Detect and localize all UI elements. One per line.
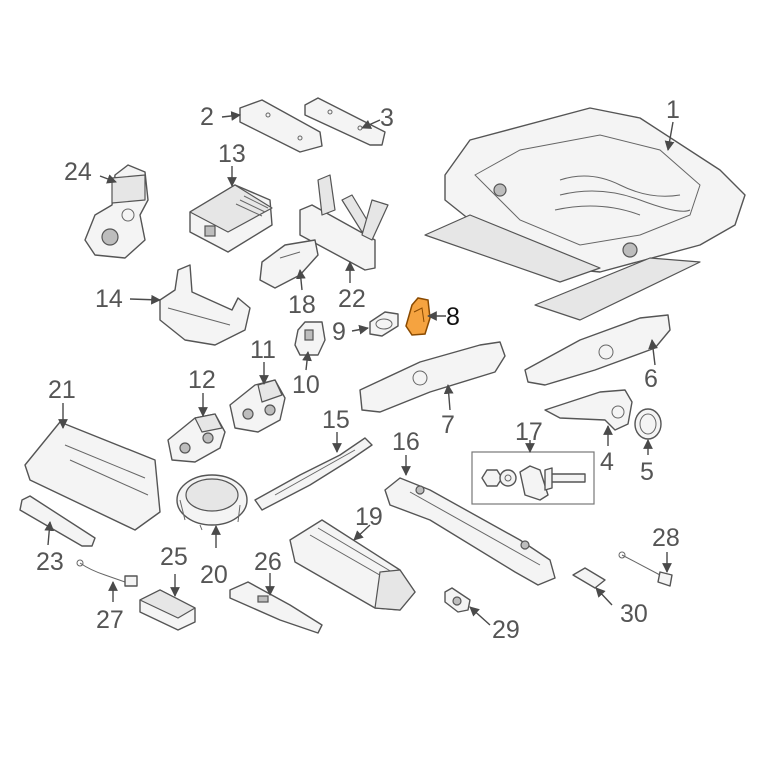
part-18-cover[interactable] [259, 239, 319, 289]
callout-26: 26 [254, 548, 282, 576]
callout-17: 17 [515, 418, 543, 446]
part-27-wire[interactable] [76, 559, 138, 587]
part-5-ring[interactable] [634, 408, 662, 440]
callout-3: 3 [380, 104, 394, 132]
part-22-mount-bracket[interactable] [299, 174, 389, 271]
part-1-seat-frame[interactable] [424, 107, 746, 321]
part-8-highlighted-clip[interactable] [405, 297, 431, 336]
part-30-clip[interactable] [572, 567, 606, 589]
callout-15: 15 [322, 406, 350, 434]
callout-28: 28 [652, 524, 680, 552]
callout-10: 10 [292, 371, 320, 399]
callout-8: 8 [446, 303, 460, 331]
part-16-track[interactable] [384, 477, 556, 586]
part-2-bracket[interactable] [239, 99, 323, 153]
part-4-bracket[interactable] [544, 389, 633, 431]
callout-27: 27 [96, 606, 124, 634]
part-19-cylinder[interactable] [289, 519, 416, 611]
part-20-ring[interactable] [176, 474, 248, 531]
callout-4: 4 [600, 448, 614, 476]
callout-13: 13 [218, 140, 246, 168]
part-15-rail[interactable] [254, 437, 373, 511]
callout-29: 29 [492, 616, 520, 644]
part-11-motor-gear[interactable] [229, 379, 286, 433]
part-26-harness[interactable] [229, 581, 323, 634]
callout-23: 23 [36, 548, 64, 576]
part-25-module[interactable] [139, 589, 196, 631]
callout-21: 21 [48, 376, 76, 404]
callout-12: 12 [188, 366, 216, 394]
part-23-strip[interactable] [19, 495, 96, 547]
callout-11: 11 [250, 336, 276, 364]
part-28-cable[interactable] [618, 551, 673, 587]
part-3-bracket[interactable] [304, 97, 386, 146]
callout-22: 22 [338, 285, 366, 313]
callout-19: 19 [355, 503, 383, 531]
callout-14: 14 [95, 285, 123, 313]
part-24-motor[interactable] [84, 164, 149, 259]
callout-2: 2 [200, 103, 214, 131]
callout-16: 16 [392, 428, 420, 456]
part-10-latch[interactable] [294, 321, 326, 356]
callout-1: 1 [666, 96, 680, 124]
callout-6: 6 [644, 365, 658, 393]
part-17-hardware-kit[interactable] [471, 451, 595, 505]
callout-7: 7 [441, 411, 455, 439]
part-13-control-module[interactable] [189, 184, 273, 253]
callout-9: 9 [332, 318, 346, 346]
part-29-sensor[interactable] [444, 587, 471, 613]
callout-5: 5 [640, 458, 654, 486]
part-6-side-trim[interactable] [524, 314, 671, 386]
callout-20: 20 [200, 561, 228, 589]
callout-30: 30 [620, 600, 648, 628]
part-12-motor-gear[interactable] [167, 413, 226, 463]
callout-24: 24 [64, 158, 92, 186]
part-9-grommet[interactable] [369, 311, 399, 337]
callout-25: 25 [160, 543, 188, 571]
part-14-bracket[interactable] [159, 264, 251, 346]
part-7-side-trim[interactable] [359, 341, 506, 413]
callout-18: 18 [288, 291, 316, 319]
